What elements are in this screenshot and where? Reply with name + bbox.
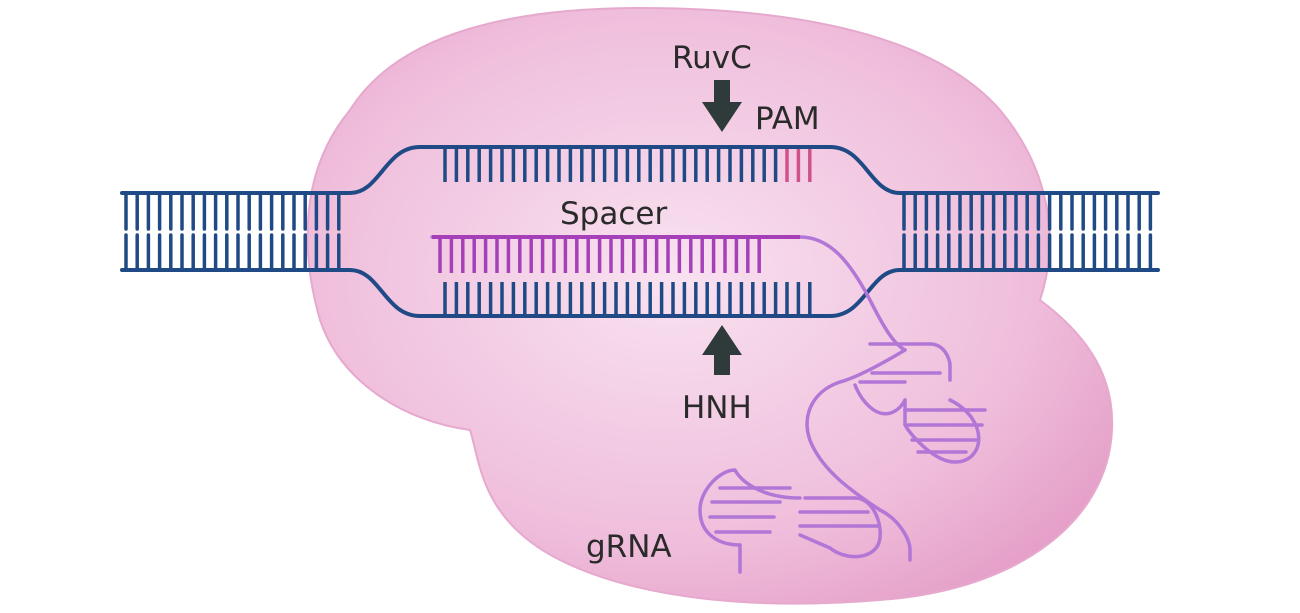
- dna-top-strand: [120, 145, 1160, 195]
- dna-duplex: [120, 145, 1160, 318]
- grna-label: gRNA: [586, 529, 672, 565]
- spacer-label: Spacer: [560, 196, 667, 232]
- hnh-arrow: [702, 325, 742, 375]
- ruvc-arrow: [702, 80, 742, 132]
- hnh-label: HNH: [682, 390, 752, 426]
- dna-bottom-strand: [120, 268, 1160, 318]
- ruvc-label: RuvC: [672, 40, 752, 76]
- grna-strand: [430, 235, 987, 574]
- cas9-protein-blob: [306, 6, 1114, 605]
- pam-label: PAM: [755, 101, 820, 137]
